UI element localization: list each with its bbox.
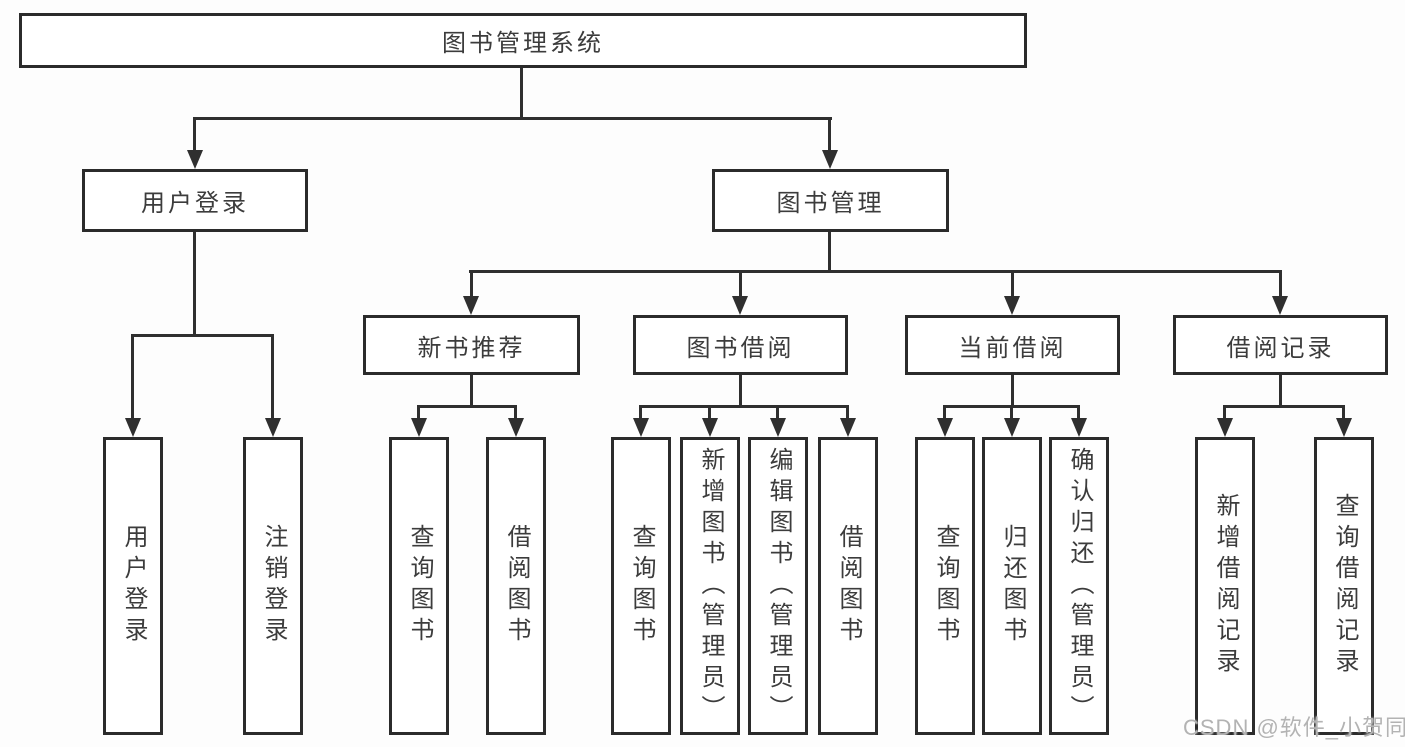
connector-newbook-rail <box>417 405 517 408</box>
node-leaf-records-add-label: 新增借阅记录 <box>1212 493 1239 679</box>
node-leaf-borrow-edit-admin-label: 编辑图书（管理员） <box>765 446 792 726</box>
connector-drop-mgmt <box>828 117 831 152</box>
connector-drop-bw-query <box>639 405 642 419</box>
node-new-book-recommend: 新书推荐 <box>363 315 580 375</box>
connector-drop-cu-return <box>1010 405 1013 419</box>
node-leaf-borrow-edit-admin: 编辑图书（管理员） <box>748 437 808 735</box>
node-leaf-newbook-borrow: 借阅图书 <box>486 437 546 735</box>
node-leaf-borrow-borrow: 借阅图书 <box>818 437 878 735</box>
node-user-login-branch-label: 用户登录 <box>141 190 249 217</box>
node-book-borrow-label: 图书借阅 <box>686 334 795 362</box>
arrowhead-cu-confirm <box>1071 418 1087 437</box>
connector-drop-logout <box>271 334 274 419</box>
connector-login-stem <box>193 232 196 336</box>
node-borrow-records-label: 借阅记录 <box>1226 334 1335 362</box>
connector-drop-newbook <box>470 270 473 298</box>
connector-level1-rail <box>193 117 832 120</box>
node-book-borrow: 图书借阅 <box>633 315 848 375</box>
arrowhead-newbook <box>463 296 479 315</box>
node-current-borrow-label: 当前借阅 <box>958 334 1067 362</box>
node-leaf-current-confirm-admin-label: 确认归还（管理员） <box>1066 446 1093 726</box>
connector-records-stem <box>1279 375 1282 408</box>
node-book-mgmt-branch: 图书管理 <box>712 169 949 232</box>
node-leaf-current-query-label: 查询图书 <box>932 524 959 648</box>
connector-drop-records <box>1279 270 1282 298</box>
connector-drop-bw-edit <box>776 405 779 419</box>
node-leaf-logout-label: 注销登录 <box>260 524 287 648</box>
connector-drop-cu-confirm <box>1077 405 1080 419</box>
arrowhead-bw-borrow <box>840 418 856 437</box>
arrowhead-bw-edit <box>770 418 786 437</box>
node-leaf-current-confirm-admin: 确认归还（管理员） <box>1049 437 1109 735</box>
connector-records-rail <box>1223 405 1345 408</box>
connector-borrow-rail <box>639 405 849 408</box>
connector-drop-nb-borrow <box>514 405 517 419</box>
connector-drop-login <box>193 117 196 152</box>
connector-drop-current <box>1011 270 1014 298</box>
connector-drop-bw-add <box>708 405 711 419</box>
node-leaf-logout: 注销登录 <box>243 437 303 735</box>
node-leaf-newbook-query: 查询图书 <box>389 437 449 735</box>
arrowhead-nb-borrow <box>508 418 524 437</box>
connector-drop-user-login <box>131 334 134 419</box>
connector-drop-rc-add <box>1223 405 1226 419</box>
connector-level3-rail <box>469 270 1282 273</box>
node-leaf-user-login-label: 用户登录 <box>120 524 147 648</box>
node-leaf-records-query-label: 查询借阅记录 <box>1331 493 1358 679</box>
node-leaf-borrow-borrow-label: 借阅图书 <box>835 524 862 648</box>
arrowhead-nb-query <box>411 418 427 437</box>
arrowhead-records <box>1272 296 1288 315</box>
arrowhead-logout <box>265 418 281 437</box>
node-user-login-branch: 用户登录 <box>82 169 308 232</box>
connector-drop-cu-query <box>943 405 946 419</box>
arrowhead-cu-return <box>1004 418 1020 437</box>
connector-mgmt-stem <box>828 232 831 272</box>
arrowhead-rc-query <box>1336 418 1352 437</box>
connector-drop-rc-query <box>1342 405 1345 419</box>
node-leaf-borrow-query: 查询图书 <box>611 437 671 735</box>
arrowhead-user-login <box>125 418 141 437</box>
node-leaf-borrow-add-admin: 新增图书（管理员） <box>680 437 740 735</box>
connector-drop-nb-query <box>417 405 420 419</box>
connector-root-stem <box>520 68 523 120</box>
arrowhead-mgmt <box>822 150 838 169</box>
arrowhead-cu-query <box>937 418 953 437</box>
node-leaf-user-login: 用户登录 <box>103 437 163 735</box>
node-new-book-recommend-label: 新书推荐 <box>417 334 526 362</box>
connector-newbook-stem <box>470 375 473 408</box>
arrowhead-borrow <box>732 296 748 315</box>
node-leaf-records-add: 新增借阅记录 <box>1195 437 1255 735</box>
node-borrow-records: 借阅记录 <box>1173 315 1388 375</box>
node-root-label: 图书管理系统 <box>442 30 604 57</box>
node-leaf-newbook-borrow-label: 借阅图书 <box>503 524 530 648</box>
node-root: 图书管理系统 <box>19 13 1027 68</box>
connector-borrow-stem <box>739 375 742 408</box>
arrowhead-rc-add <box>1217 418 1233 437</box>
node-current-borrow: 当前借阅 <box>905 315 1120 375</box>
csdn-watermark: CSDN @软件_小贺同学 <box>1183 715 1405 740</box>
node-leaf-records-query: 查询借阅记录 <box>1314 437 1374 735</box>
connector-login-rail <box>131 334 274 337</box>
arrowhead-current <box>1004 296 1020 315</box>
node-leaf-newbook-query-label: 查询图书 <box>406 524 433 648</box>
node-leaf-current-query: 查询图书 <box>915 437 975 735</box>
connector-current-stem <box>1011 375 1014 408</box>
arrowhead-login <box>187 150 203 169</box>
node-leaf-current-return: 归还图书 <box>982 437 1042 735</box>
node-leaf-borrow-add-admin-label: 新增图书（管理员） <box>697 446 724 726</box>
connector-drop-bw-borrow <box>846 405 849 419</box>
arrowhead-bw-query <box>633 418 649 437</box>
node-book-mgmt-branch-label: 图书管理 <box>776 190 885 217</box>
node-leaf-current-return-label: 归还图书 <box>999 524 1026 648</box>
connector-drop-borrow <box>739 270 742 298</box>
arrowhead-bw-add <box>702 418 718 437</box>
node-leaf-borrow-query-label: 查询图书 <box>628 524 655 648</box>
